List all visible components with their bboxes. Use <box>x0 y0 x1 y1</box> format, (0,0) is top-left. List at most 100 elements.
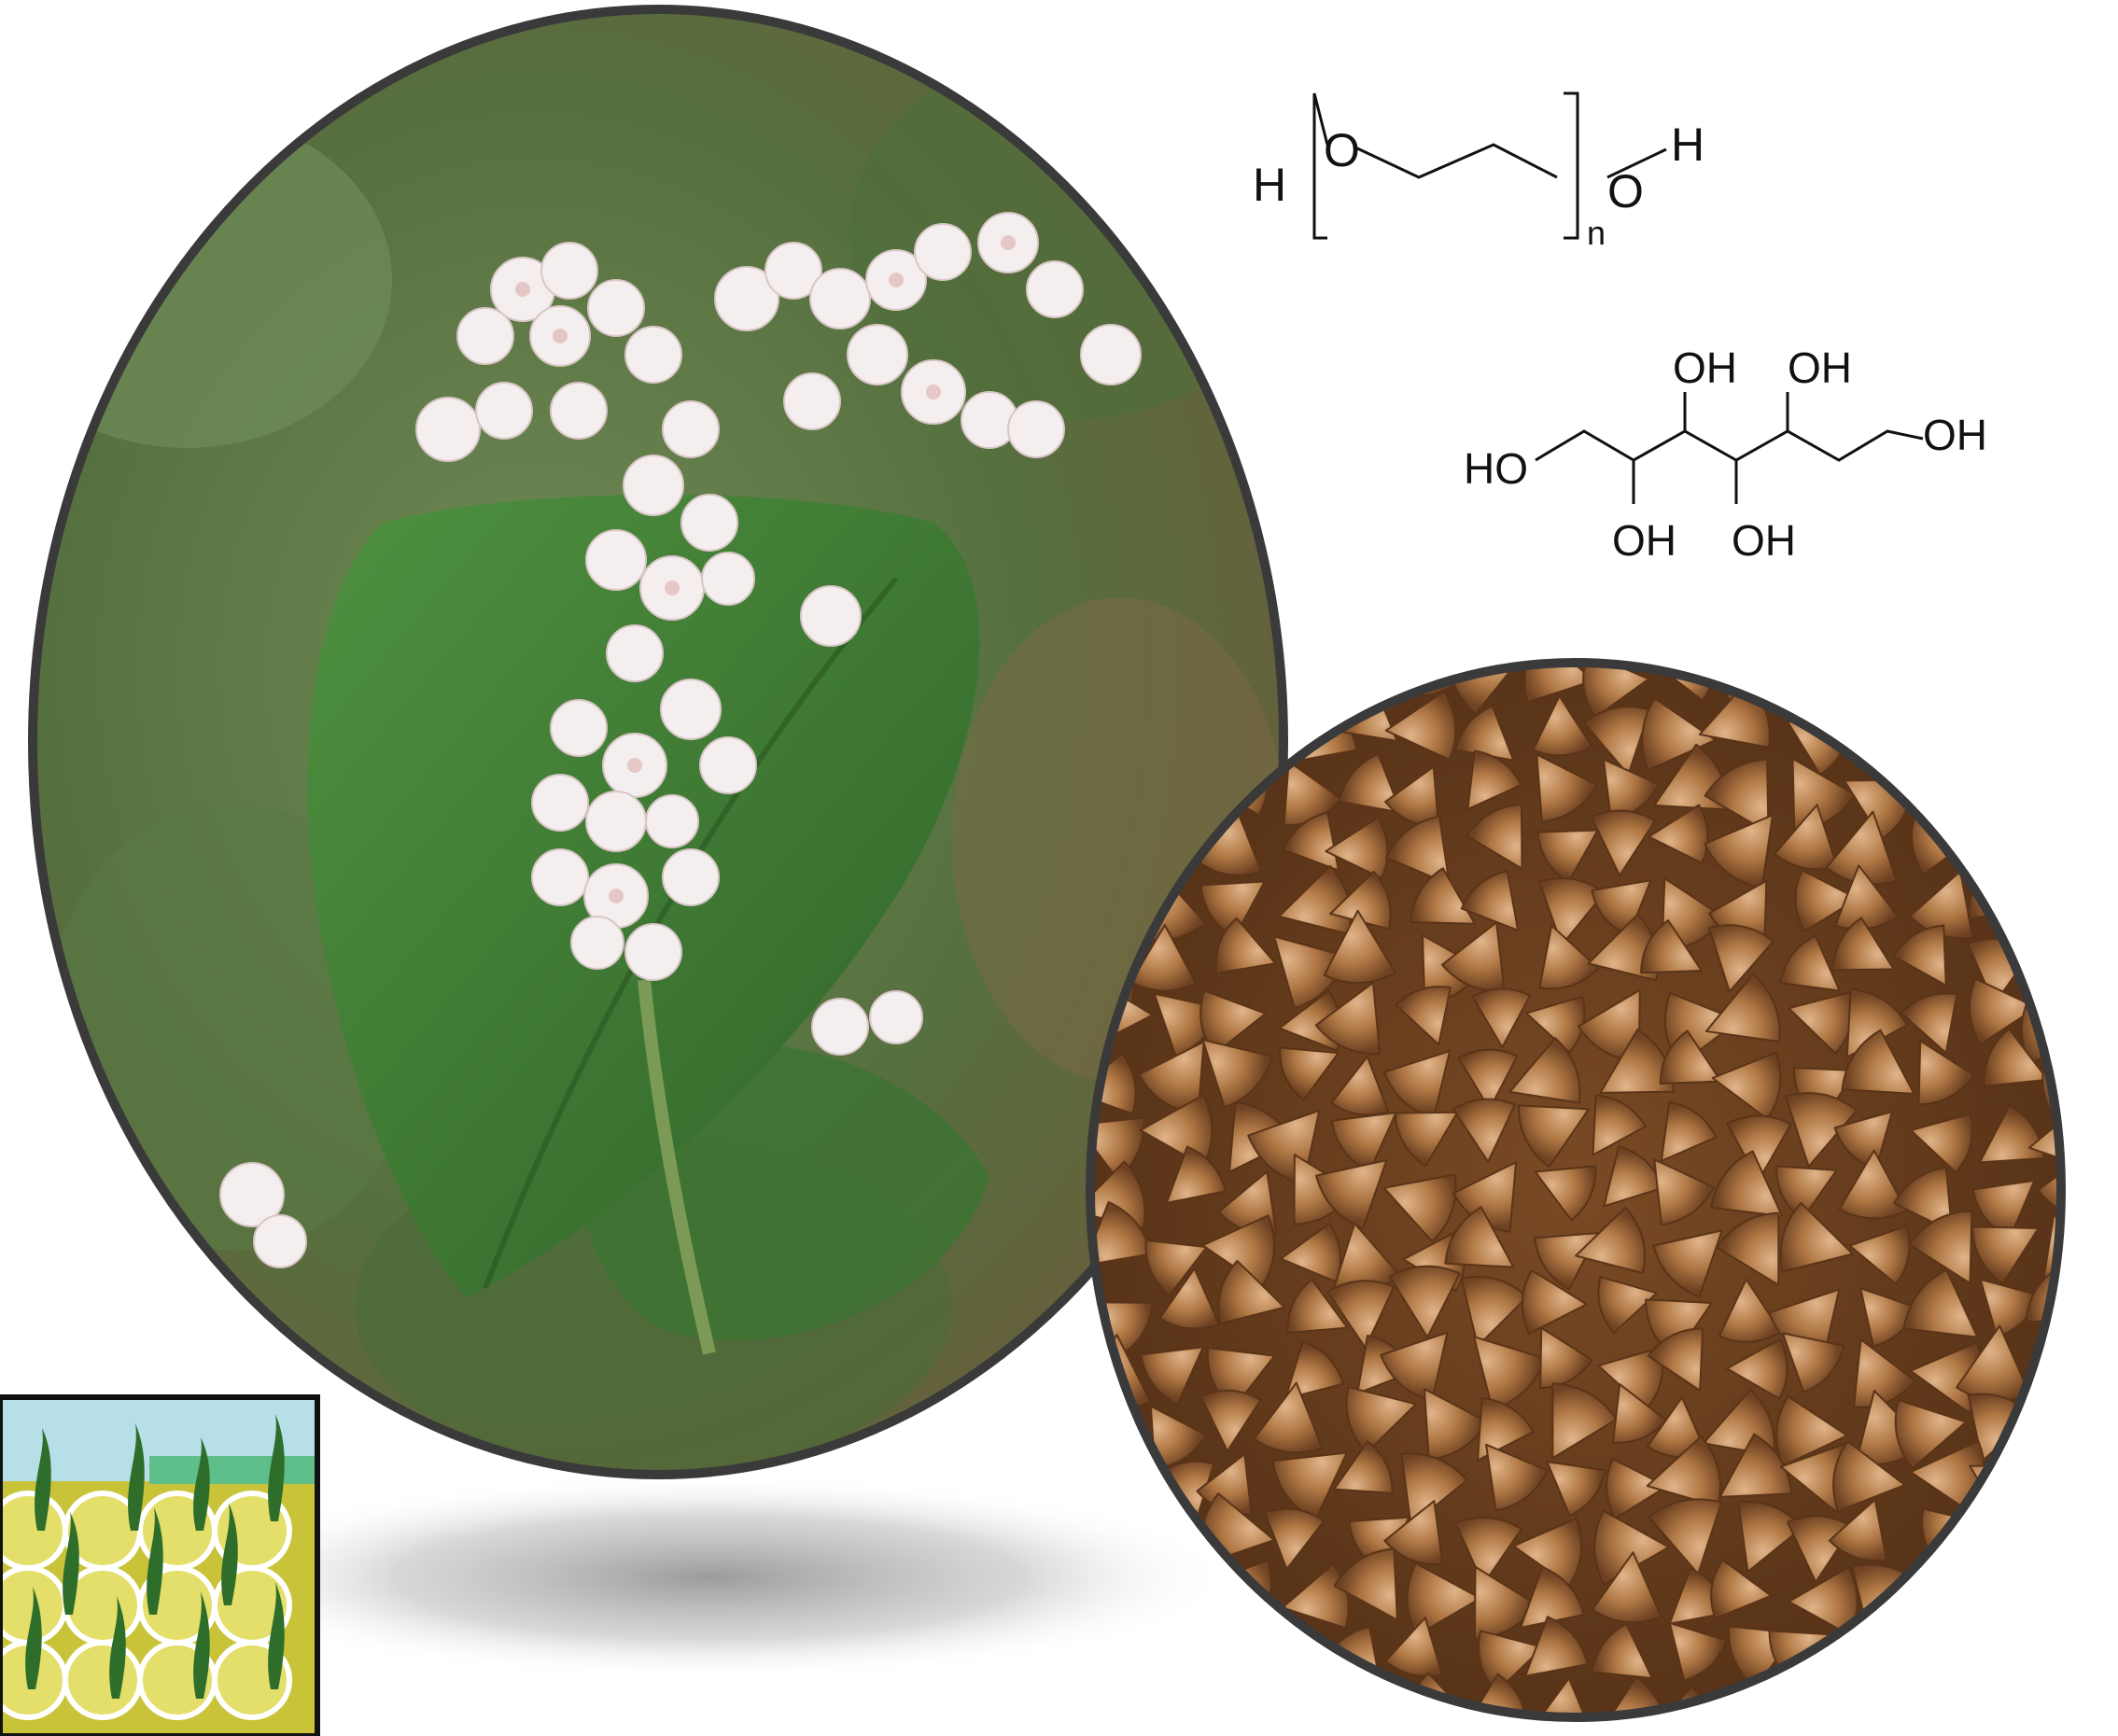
seed-grain <box>1593 1509 1670 1586</box>
sorbitol-oh-bottom-1: OH <box>1612 516 1676 565</box>
seed-grain <box>1784 1092 1859 1168</box>
seed-grain <box>2042 1570 2061 1629</box>
seed-grain <box>2033 1496 2061 1570</box>
seed-grain <box>2027 875 2061 943</box>
seed-grain <box>1454 1516 1522 1586</box>
seed-grain <box>1214 917 1277 974</box>
seed-grain <box>1333 1440 1394 1494</box>
seed-grain <box>1648 804 1709 864</box>
peg-h-left: H <box>1253 159 1286 211</box>
seed-grain <box>2027 1099 2061 1173</box>
seeds-photo-frame <box>1086 658 2066 1722</box>
seed-grain <box>1199 1389 1262 1452</box>
seed-grain <box>1520 1566 1585 1629</box>
seed-grain <box>1909 1568 1981 1641</box>
seed-grain <box>2037 1146 2061 1221</box>
seed-grain <box>1536 753 1598 823</box>
seed-grain <box>1388 1265 1461 1338</box>
seed-grain <box>1660 1100 1718 1162</box>
seed-grain <box>1899 712 1973 781</box>
seed-grain <box>1264 1507 1326 1571</box>
seed-grain <box>1201 1214 1276 1287</box>
seed-grain <box>1597 1676 1669 1717</box>
seed-grain <box>1452 1098 1516 1163</box>
seed-grain <box>1395 986 1452 1046</box>
sorbitol-oh-top-2: OH <box>1788 343 1852 392</box>
seed-grain <box>1841 1029 1915 1095</box>
seed-grain <box>1958 663 2031 694</box>
seed-grain <box>1889 663 1950 703</box>
seed-grain <box>1217 1259 1286 1325</box>
seed-grain <box>1971 1225 2040 1285</box>
seed-grain <box>1648 1498 1722 1575</box>
seed-grain <box>1454 705 1515 762</box>
seedling-tray-photo <box>0 1397 317 1736</box>
seed-grain <box>2034 1671 2061 1717</box>
sorbitol-structure <box>1535 392 1924 504</box>
seed-grain <box>1410 867 1476 925</box>
seed-grain <box>1597 1276 1658 1335</box>
seed-grain <box>1853 1687 1915 1717</box>
seed-grain <box>2032 1438 2061 1513</box>
seed-grain <box>1090 1448 1147 1512</box>
seed-grain <box>1902 1268 1979 1338</box>
seed-grain <box>1590 809 1657 876</box>
seed-grain <box>1640 919 1703 974</box>
seed-grain <box>1834 686 1895 748</box>
seed-grain <box>2039 1392 2061 1459</box>
seed-grain <box>1718 1433 1793 1498</box>
seed-grain <box>1382 1173 1457 1243</box>
seed-grain <box>1384 690 1457 762</box>
seed-grain <box>1532 694 1593 757</box>
seed-grain <box>1726 1114 1792 1182</box>
peg-o-right: O <box>1607 165 1644 217</box>
seed-grain <box>1909 1666 1982 1717</box>
seedling-tray-frame <box>0 1394 320 1736</box>
seed-grain <box>1337 663 1406 703</box>
seed-grain <box>1534 1165 1597 1222</box>
seed-grain <box>1282 811 1340 872</box>
seed-grain <box>1129 1633 1195 1698</box>
seed-grain <box>1444 1206 1515 1268</box>
seed-grain <box>1641 697 1717 772</box>
seed-grain <box>1330 1056 1390 1116</box>
seed-grain <box>1276 1669 1345 1717</box>
peg-o-left: O <box>1324 124 1360 176</box>
seed-grain <box>1704 758 1770 834</box>
seed-grain <box>1314 981 1382 1055</box>
seed-grain <box>1828 1498 1887 1562</box>
seed-grain <box>1326 1280 1396 1350</box>
seed-grain <box>1852 1338 1916 1408</box>
buckwheat-plant-photo <box>33 9 1283 1475</box>
seed-grain <box>1325 816 1389 880</box>
seed-grain <box>1314 1159 1388 1230</box>
seed-grain <box>1710 1559 1773 1620</box>
seed-grain <box>1460 870 1520 931</box>
seed-grain <box>1158 1267 1220 1330</box>
seed-grain <box>1957 1574 2017 1638</box>
seed-grain <box>1794 869 1859 932</box>
seed-grain <box>1127 1669 1194 1717</box>
seed-grain <box>1915 1617 1990 1688</box>
seed-grain <box>1466 749 1522 811</box>
seed-grain <box>1832 1440 1906 1513</box>
seed-grain <box>2054 821 2061 889</box>
seed-grain <box>1521 1269 1588 1335</box>
seed-grain <box>1831 917 1895 972</box>
seed-grain <box>1329 870 1392 931</box>
seed-grain <box>1485 1443 1549 1512</box>
seed-grain <box>1546 1461 1606 1517</box>
seed-grain <box>1476 1396 1535 1462</box>
flower-cluster <box>219 212 1142 1268</box>
seed-grain <box>1779 1201 1854 1273</box>
seed-grain <box>1704 973 1781 1043</box>
seed-grain <box>1968 754 2041 826</box>
seed-grain <box>1538 924 1600 990</box>
seed-grain <box>1968 977 2038 1046</box>
seed-grain <box>1466 804 1523 870</box>
seed-grain <box>1471 987 1532 1048</box>
seed-grain <box>1225 1614 1283 1679</box>
seed-grain <box>1284 1340 1345 1400</box>
seed-grain <box>1774 663 1843 716</box>
seed-grain <box>1385 815 1451 886</box>
